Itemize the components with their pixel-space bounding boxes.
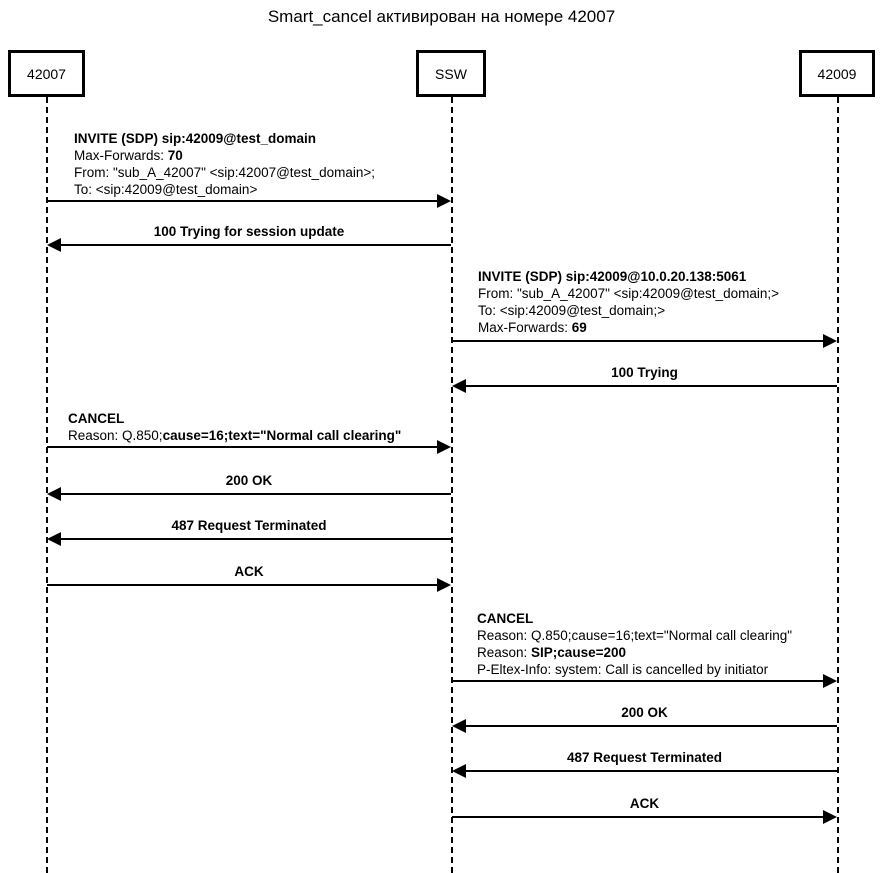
actor-label-42009: 42009	[817, 65, 857, 82]
message-label-cancel-1: CANCEL Reason: Q.850;cause=16;text="Norm…	[68, 410, 401, 444]
message-arrow-invite-2	[452, 340, 823, 342]
message-label-ack-2: ACK	[629, 796, 660, 811]
arrow-head-right-icon	[437, 578, 451, 592]
message-label-trying-1: 100 Trying	[611, 365, 678, 380]
arrow-head-right-icon	[823, 674, 837, 688]
arrow-head-left-icon	[452, 719, 466, 733]
actor-box-42007[interactable]: 42007	[8, 50, 85, 97]
arrow-head-right-icon	[437, 440, 451, 454]
message-arrow-cancel-1	[47, 446, 437, 448]
message-arrow-ok-1	[61, 493, 451, 495]
message-label-ok-1: 200 OK	[225, 473, 273, 488]
message-line: INVITE (SDP) sip:42009@10.0.20.138:5061	[478, 269, 747, 284]
message-label-cancel-2: CANCEL Reason: Q.850;cause=16;text="Norm…	[477, 610, 792, 678]
message-line: To: <sip:42009@test_domain;>	[478, 303, 666, 318]
message-label-invite-1: INVITE (SDP) sip:42009@test_domain Max-F…	[74, 130, 375, 198]
message-line: Max-Forwards: 69	[478, 320, 587, 335]
arrow-head-left-icon	[47, 487, 61, 501]
message-line: Max-Forwards: 70	[74, 148, 183, 163]
message-line: CANCEL	[68, 411, 125, 426]
message-arrow-ack-1	[47, 584, 437, 586]
actor-box-42009[interactable]: 42009	[799, 50, 875, 97]
lifeline-42007	[46, 97, 48, 873]
message-arrow-trying-1	[466, 385, 837, 387]
message-arrow-trying-session-update	[61, 244, 451, 246]
message-line: CANCEL	[477, 611, 534, 626]
message-label-ack-1: ACK	[234, 564, 264, 579]
arrow-head-left-icon	[452, 764, 466, 778]
diagram-title: Smart_cancel активирован на номере 42007	[267, 7, 616, 26]
arrow-head-right-icon	[823, 810, 837, 824]
message-label-trying-session-update: 100 Trying for session update	[153, 224, 345, 239]
message-arrow-terminated-2	[466, 770, 837, 772]
message-arrow-cancel-2	[452, 680, 823, 682]
lifeline-42009	[837, 97, 839, 873]
message-line: Reason: Q.850;cause=16;text="Normal call…	[68, 428, 402, 443]
message-label-invite-2: INVITE (SDP) sip:42009@10.0.20.138:5061 …	[478, 268, 779, 336]
message-arrow-ok-2	[466, 725, 837, 727]
actor-box-ssw[interactable]: SSW	[416, 50, 486, 97]
message-line: Reason: Q.850;cause=16;text="Normal call…	[477, 628, 793, 643]
actor-label-42007: 42007	[27, 65, 66, 82]
message-label-terminated-2: 487 Request Terminated	[566, 750, 723, 765]
message-arrow-invite-1	[47, 200, 437, 202]
message-line: To: <sip:42009@test_domain>	[74, 182, 258, 197]
message-line: P-Eltex-Info: system: Call is cancelled …	[477, 662, 769, 677]
message-line: Reason: SIP;cause=200	[477, 645, 626, 660]
lifeline-ssw	[451, 97, 453, 873]
arrow-head-right-icon	[437, 194, 451, 208]
message-arrow-terminated-1	[61, 538, 451, 540]
actor-label-ssw: SSW	[435, 65, 467, 82]
arrow-head-right-icon	[823, 334, 837, 348]
arrow-head-left-icon	[47, 238, 61, 252]
arrow-head-left-icon	[47, 532, 61, 546]
message-line: From: "sub_A_42007" <sip:42009@test_doma…	[478, 286, 779, 301]
arrow-head-left-icon	[452, 379, 466, 393]
message-line: From: "sub_A_42007" <sip:42007@test_doma…	[74, 165, 375, 180]
message-arrow-ack-2	[452, 816, 823, 818]
message-line: INVITE (SDP) sip:42009@test_domain	[74, 131, 316, 146]
message-label-terminated-1: 487 Request Terminated	[171, 518, 327, 533]
message-label-ok-2: 200 OK	[621, 705, 668, 720]
